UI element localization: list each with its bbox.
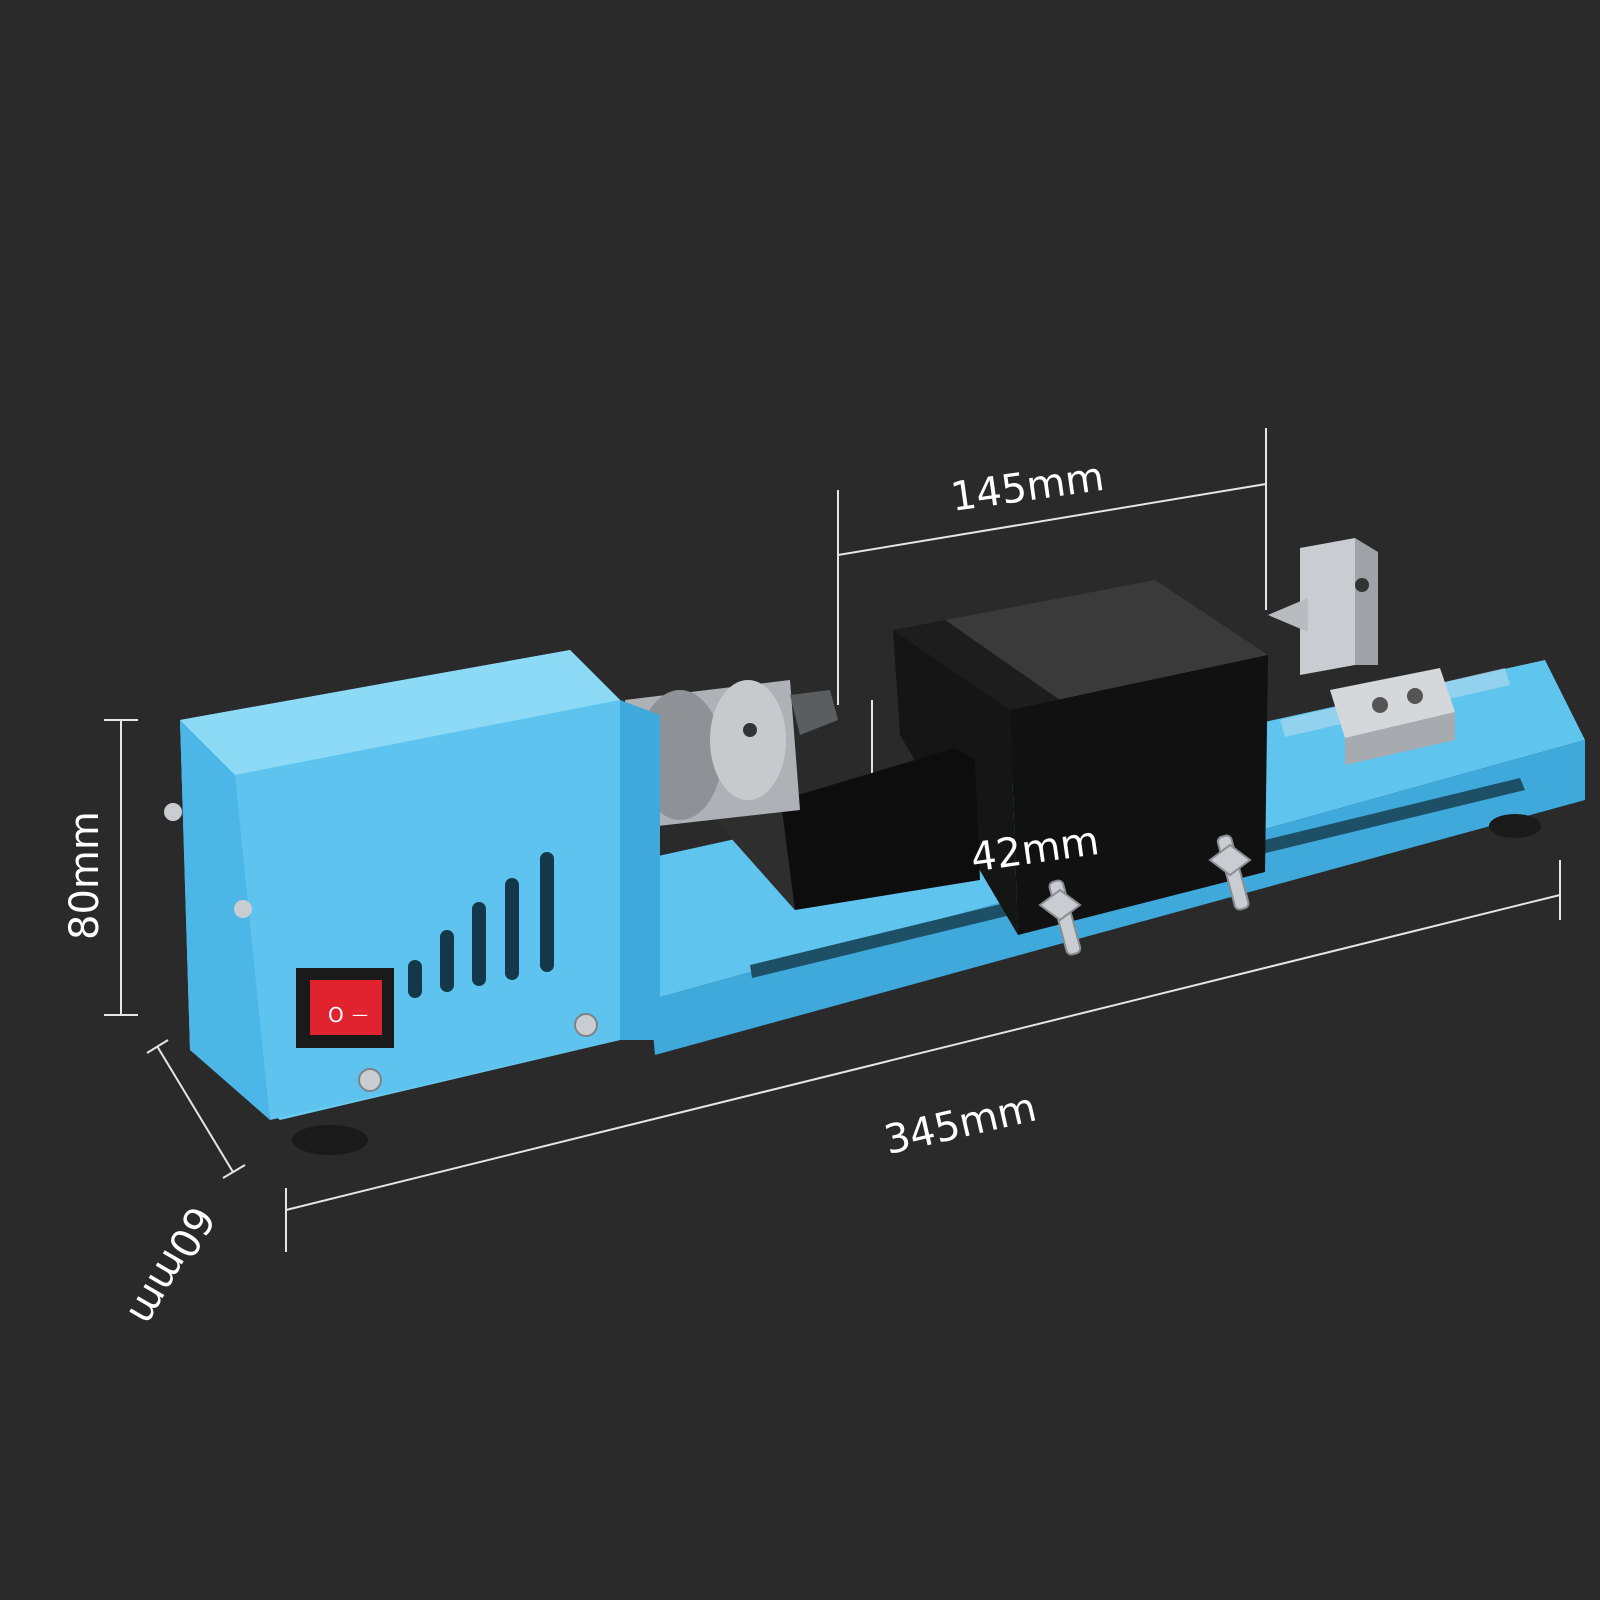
height-dimension-label: 80mm xyxy=(62,811,108,940)
screw-icon xyxy=(358,1013,598,1092)
length-dimension-label: 345mm xyxy=(880,1085,1041,1165)
motor-housing xyxy=(164,650,660,1120)
switch-on-symbol: — xyxy=(352,1005,368,1024)
wing-nut-icon xyxy=(1038,834,1252,956)
depth-dimension-label: 60mm xyxy=(119,1198,223,1333)
width-dimension-label: 145mm xyxy=(948,454,1107,521)
tailstock-icon xyxy=(1268,538,1455,765)
switch-off-symbol: O xyxy=(328,1003,344,1027)
power-switch-icon: O — xyxy=(296,968,394,1048)
vent-slots-icon xyxy=(408,852,554,998)
tool-rest-guard xyxy=(715,580,1268,935)
